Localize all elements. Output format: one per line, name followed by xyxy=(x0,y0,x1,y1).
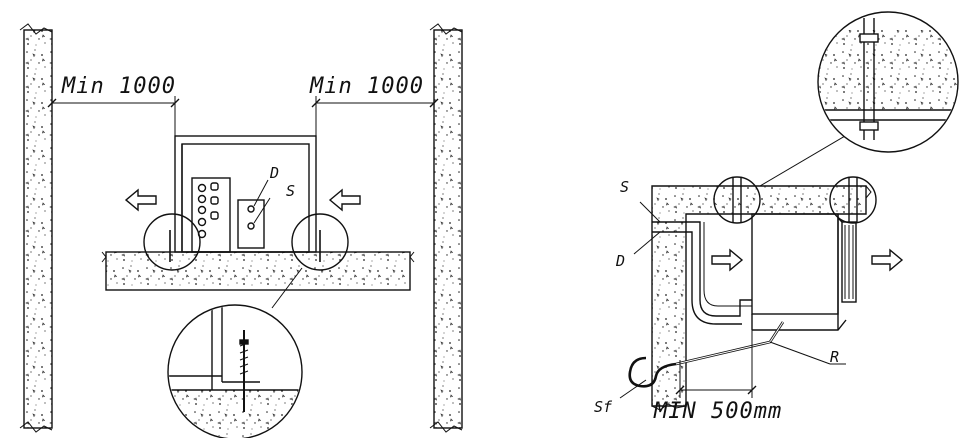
label-d-left: D xyxy=(269,164,279,182)
service-ports xyxy=(237,199,265,249)
refrigerant-pipes xyxy=(652,221,752,317)
min-distance-label: MIN 500mm xyxy=(653,399,782,424)
clearance-label-right: Min 1000 xyxy=(309,74,424,99)
valve-panel xyxy=(191,177,231,253)
clearance-label-left: Min 1000 xyxy=(61,74,176,99)
label-r-right: R xyxy=(830,348,839,366)
left-view xyxy=(19,23,463,438)
fan-guard xyxy=(841,221,857,303)
foot-detail-circle-left xyxy=(143,213,201,271)
outdoor-unit-side xyxy=(751,213,839,315)
drain-hose xyxy=(628,321,785,388)
right-wall xyxy=(433,29,463,429)
right-view xyxy=(619,11,959,411)
label-s-right: S xyxy=(620,178,629,196)
label-sf-right: Sf xyxy=(594,398,613,416)
floor-slab xyxy=(105,251,411,291)
left-wall xyxy=(23,29,53,429)
airflow-in-arrow xyxy=(328,188,361,212)
label-d-right: D xyxy=(615,252,625,270)
airflow-out-arrow xyxy=(124,188,157,212)
ceiling-detail-circle-right xyxy=(829,176,877,224)
wall-section xyxy=(651,185,867,407)
label-s-left: S xyxy=(286,182,295,200)
airflow-in-arrow-side xyxy=(711,248,744,272)
airflow-out-arrow-side xyxy=(871,248,904,272)
ceiling-detail-circle-left xyxy=(713,176,761,224)
foot-detail-circle-right xyxy=(291,213,349,271)
